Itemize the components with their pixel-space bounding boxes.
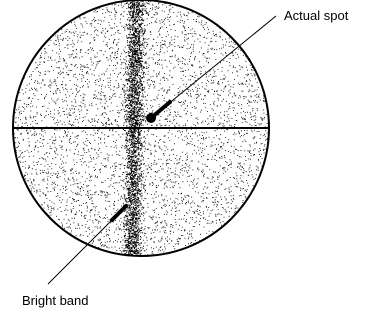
actual-spot-label: Actual spot xyxy=(284,8,349,23)
actual-spot-arrow xyxy=(151,102,170,118)
bright-band-label: Bright band xyxy=(22,293,89,308)
